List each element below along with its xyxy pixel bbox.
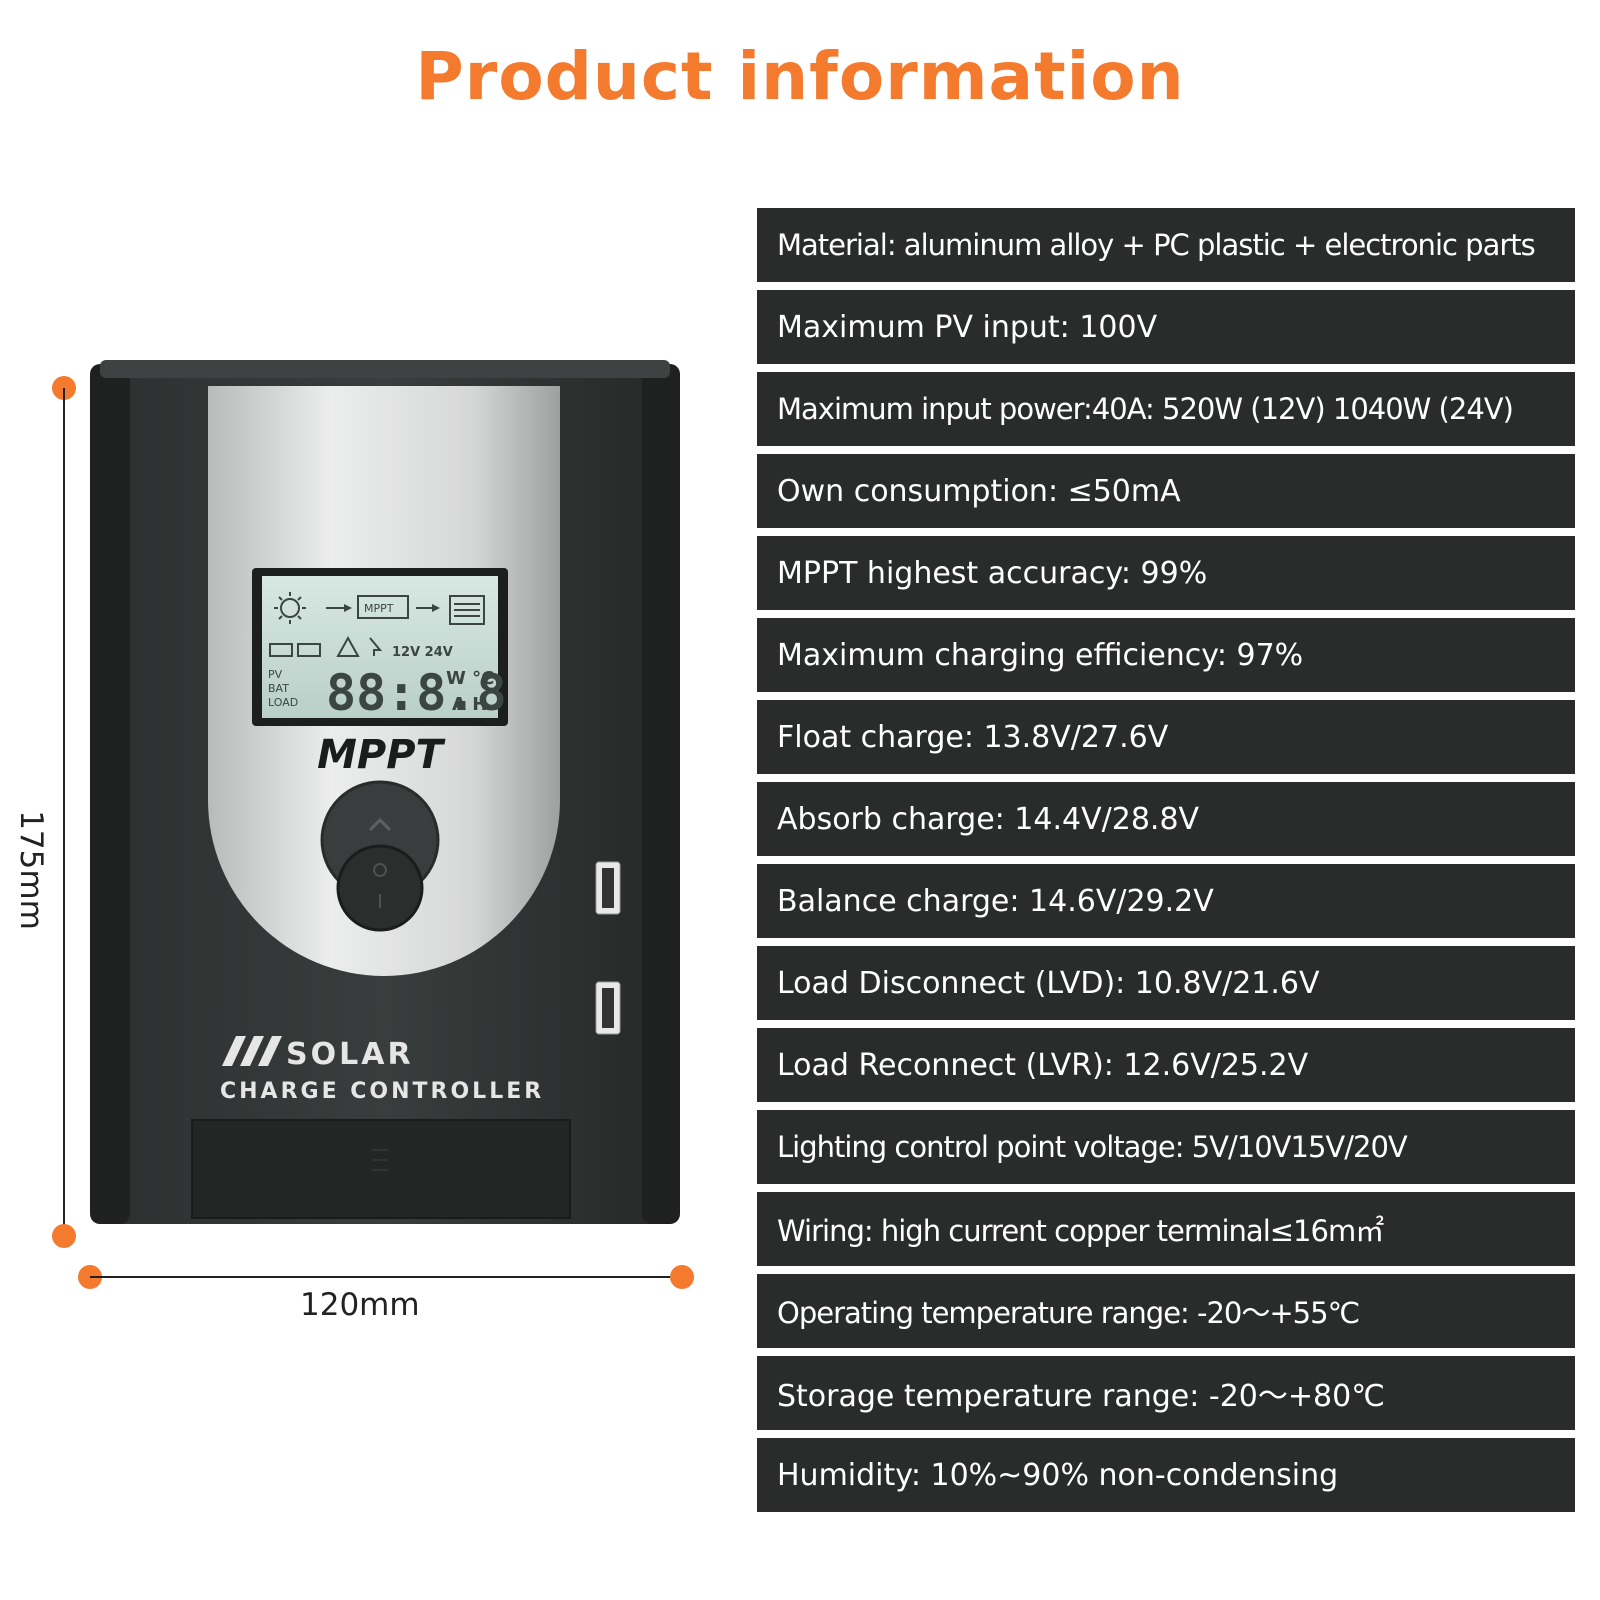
lcd-mppt-tag: MPPT: [364, 602, 394, 615]
lcd-digits: 88:8.8: [326, 664, 507, 722]
lcd-voltage-labels: 12V 24V: [392, 645, 453, 660]
sun-icon: [280, 598, 300, 618]
brand-logo-icon: [222, 1036, 282, 1066]
spec-row-humidity: Humidity: 10%~90% non-condensing: [757, 1438, 1575, 1512]
dimension-dot-right: [670, 1265, 694, 1289]
height-dimension-label: 175mm: [13, 810, 49, 930]
width-dimension-line: [90, 1276, 682, 1278]
battery-icon: [449, 595, 485, 625]
spec-row-material: Material: aluminum alloy + PC plastic + …: [757, 208, 1575, 282]
spec-row-own-consumption: Own consumption: ≤50mA: [757, 454, 1575, 528]
lcd-label-load: LOAD: [268, 696, 298, 709]
spec-row-balance-charge: Balance charge: 14.6V/29.2V: [757, 864, 1575, 938]
spec-list: Material: aluminum alloy + PC plastic + …: [757, 208, 1575, 1520]
spec-row-float-charge: Float charge: 13.8V/27.6V: [757, 700, 1575, 774]
page-title: Product information: [415, 38, 1185, 115]
lcd-screen: [262, 576, 498, 718]
dimension-dot-bottom: [52, 1224, 76, 1248]
spec-row-storage-temperature: Storage temperature range: -20～+80℃: [757, 1356, 1575, 1430]
power-icon: [373, 863, 387, 877]
spec-row-lighting-control: Lighting control point voltage: 5V/10V15…: [757, 1110, 1575, 1184]
spec-row-mppt-accuracy: MPPT highest accuracy: 99%: [757, 536, 1575, 610]
spec-row-operating-temperature: Operating temperature range: -20～+55℃: [757, 1274, 1575, 1348]
spec-row-load-disconnect: Load Disconnect (LVD): 10.8V/21.6V: [757, 946, 1575, 1020]
lcd-units-top: W °C: [446, 668, 494, 689]
charge-controller-image: MPPT 12V 24V PV BAT LOAD 88:8.8 W °C A H…: [90, 360, 690, 1260]
charge-controller-illustration: MPPT 12V 24V PV BAT LOAD 88:8.8 W °C A H…: [90, 360, 680, 1224]
spec-row-absorb-charge: Absorb charge: 14.4V/28.8V: [757, 782, 1575, 856]
model-label: MPPT: [317, 732, 445, 778]
lcd-label-pv: PV: [268, 668, 283, 681]
spec-row-wiring: Wiring: high current copper terminal≤16m…: [757, 1192, 1575, 1266]
brand-line1: SOLAR: [286, 1037, 414, 1072]
lcd-units-bottom: A H: [452, 694, 487, 715]
spec-row-charging-efficiency: Maximum charging efficiency: 97%: [757, 618, 1575, 692]
height-dimension-line: [63, 388, 65, 1236]
power-button: [336, 844, 424, 932]
brand-line2: CHARGE CONTROLLER: [220, 1079, 544, 1104]
chevron-up-icon: [368, 817, 392, 832]
spec-row-max-pv-input: Maximum PV input: 100V: [757, 290, 1575, 364]
width-dimension-label: 120mm: [300, 1287, 420, 1323]
spec-row-max-input-power: Maximum input power:40A: 520W (12V) 1040…: [757, 372, 1575, 446]
warning-icon: [336, 635, 360, 657]
spec-row-load-reconnect: Load Reconnect (LVR): 12.6V/25.2V: [757, 1028, 1575, 1102]
lcd-label-bat: BAT: [268, 682, 289, 695]
